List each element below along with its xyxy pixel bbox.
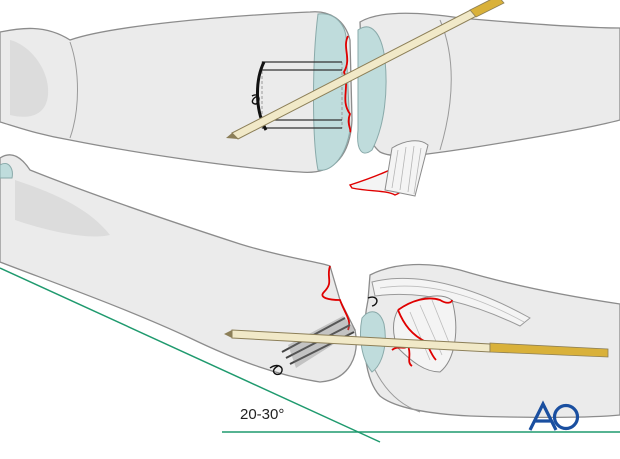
angle-guide bbox=[0, 267, 620, 443]
bottom-proximal-phalanx bbox=[0, 154, 357, 383]
bottom-k-wire bbox=[224, 329, 609, 358]
top-proximal-phalanx bbox=[0, 11, 353, 174]
top-tendon bbox=[384, 140, 429, 197]
bottom-proximal-shading bbox=[15, 180, 110, 237]
bottom-proximal-cartilage bbox=[0, 163, 13, 179]
bottom-view-finger bbox=[0, 154, 620, 443]
top-middle-phalanx bbox=[359, 12, 620, 157]
top-view-finger bbox=[0, 0, 620, 197]
top-fracture-line bbox=[343, 35, 352, 133]
angle-label: 20-30° bbox=[240, 406, 285, 423]
angle-guide-oblique bbox=[0, 267, 381, 443]
top-proximal-shading bbox=[10, 40, 49, 117]
bottom-middle-condyle bbox=[374, 369, 421, 413]
top-proximal-inner-line bbox=[69, 41, 78, 139]
ao-foundation-logo bbox=[528, 400, 580, 431]
top-k-wire bbox=[226, 0, 505, 140]
bottom-extensor-tendon bbox=[371, 277, 531, 327]
bottom-fracture-line-proximal bbox=[321, 265, 351, 331]
top-joint-cartilage-left bbox=[313, 13, 351, 171]
